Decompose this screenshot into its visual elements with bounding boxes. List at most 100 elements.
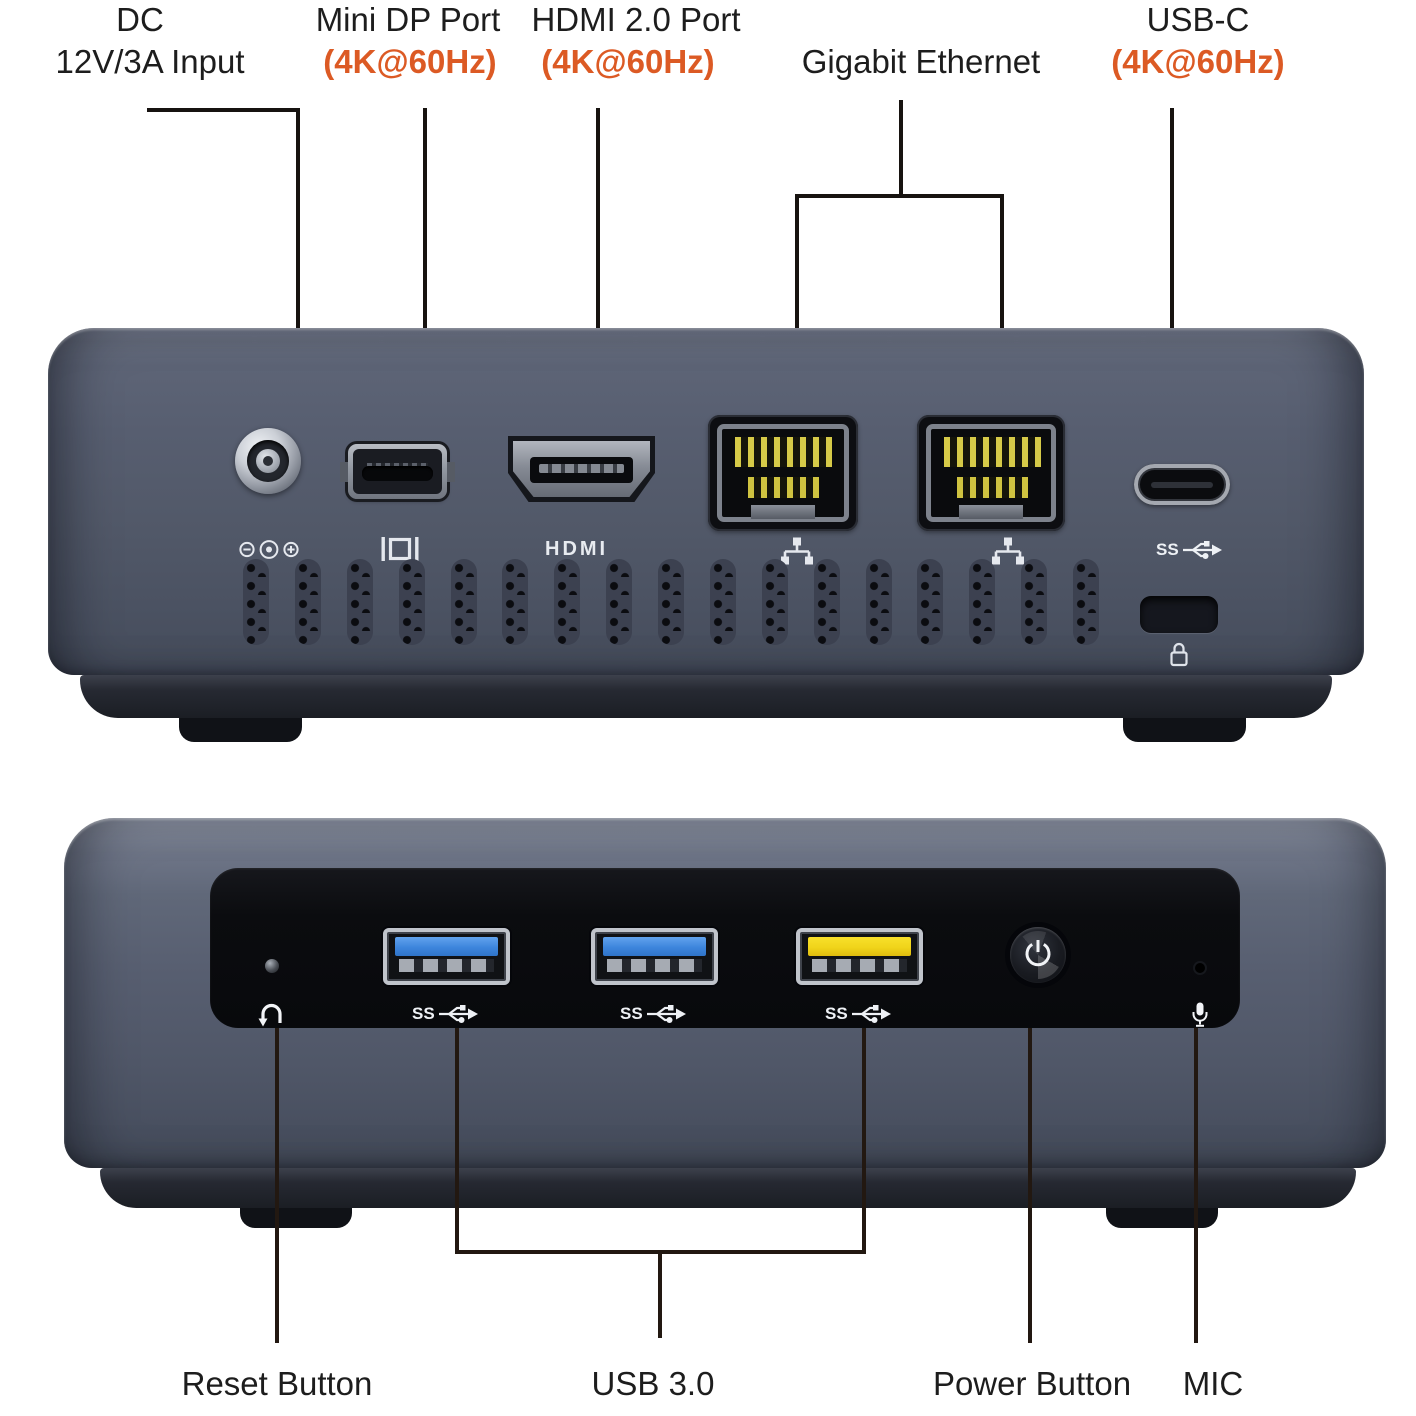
mini-dp-pins xyxy=(367,463,428,468)
usb-c-port xyxy=(1134,464,1230,505)
vent-column xyxy=(1021,559,1048,645)
mini-dp-clip-left xyxy=(340,462,348,482)
usb3-2-contacts xyxy=(607,959,702,972)
usb-ss-icon-rear: SS xyxy=(1156,540,1224,560)
ethernet-port-1 xyxy=(708,415,858,531)
vent-column xyxy=(865,559,892,645)
callout-line-minidp xyxy=(423,108,427,413)
usb-ss-icon-1: SS xyxy=(412,1004,480,1024)
usb-ss-icon-3: SS xyxy=(825,1004,893,1024)
hdmi-logo: HDMI xyxy=(545,538,609,560)
hdmi-slot xyxy=(530,457,633,483)
label-dc-line1: DC xyxy=(116,1,164,38)
label-minidp-line1: Mini DP Port xyxy=(315,1,501,38)
callout-line-usb-right xyxy=(862,1028,866,1254)
vent-column xyxy=(709,559,736,645)
vent-column xyxy=(917,559,944,645)
usb-c-tongue xyxy=(1151,481,1213,488)
callout-line-usbc xyxy=(1170,108,1174,415)
vent-column xyxy=(761,559,788,645)
hdmi-port xyxy=(508,436,655,502)
kensington-lock-slot xyxy=(1140,596,1218,633)
label-usbc-line1: USB-C xyxy=(1146,1,1250,38)
power-button xyxy=(1010,927,1066,983)
mic-hole xyxy=(1195,963,1205,973)
label-usb3: USB 3.0 xyxy=(591,1365,715,1402)
ss-label: SS xyxy=(412,1004,435,1023)
ethernet-port-2 xyxy=(917,415,1065,531)
label-dc-line2: 12V/3A Input xyxy=(55,43,245,80)
usb3-3-contacts xyxy=(812,959,907,972)
vent-column xyxy=(502,559,529,645)
mini-dp-port xyxy=(340,444,455,499)
ethernet-icon-1 xyxy=(780,537,814,567)
vent-column xyxy=(243,559,269,645)
usb-ss-icon-2: SS xyxy=(620,1004,688,1024)
vent-column xyxy=(398,559,425,645)
mini-dp-slot xyxy=(362,466,433,481)
reset-icon xyxy=(256,1001,286,1029)
callout-line-dc-horizontal xyxy=(147,108,300,112)
power-button-glare xyxy=(1014,931,1062,979)
mini-dp-clip-right xyxy=(447,462,455,482)
front-io-panel: SS SS SS xyxy=(210,868,1240,1028)
callout-line-ethernet-1 xyxy=(795,194,799,410)
callout-line-dc xyxy=(296,108,300,413)
usb3-2-tongue xyxy=(603,937,706,956)
vent-column xyxy=(294,559,321,645)
reset-pinhole xyxy=(265,959,279,973)
ss-label: SS xyxy=(825,1004,848,1023)
callout-line-usb-stem xyxy=(658,1250,662,1338)
label-hdmi-line1: HDMI 2.0 Port xyxy=(531,1,741,38)
dc-power-icon xyxy=(238,539,300,560)
callout-line-ethernet-stem xyxy=(899,100,903,198)
usb3-port-1 xyxy=(383,928,510,985)
label-hdmi-line2: (4K@60Hz) xyxy=(541,43,715,80)
ethernet-2-pins-bottom xyxy=(957,477,1028,498)
ethernet-1-pins-top xyxy=(735,437,832,467)
vent-column xyxy=(554,559,581,645)
ethernet-2-tab xyxy=(959,505,1023,519)
label-power-button: Power Button xyxy=(932,1365,1132,1402)
ethernet-1-pins-bottom xyxy=(748,477,819,498)
usb3-charging-port xyxy=(796,928,923,985)
front-device-base xyxy=(100,1168,1356,1208)
label-mic: MIC xyxy=(1182,1365,1244,1402)
label-ethernet: Gigabit Ethernet xyxy=(801,43,1041,80)
ethernet-icon-2 xyxy=(991,537,1025,567)
vent-column xyxy=(606,559,633,645)
front-foot-right xyxy=(1106,1204,1218,1228)
callout-line-hdmi xyxy=(596,108,600,413)
callout-line-usb-left xyxy=(455,1028,459,1254)
mini-dp-face xyxy=(353,449,442,494)
rear-device-body: HDMI SS xyxy=(48,328,1364,675)
vent-column xyxy=(969,559,996,645)
callout-line-ethernet-bridge xyxy=(795,194,1004,198)
vent-column xyxy=(658,559,684,645)
callout-line-power xyxy=(1028,1028,1032,1343)
vent-column xyxy=(346,559,373,645)
usb3-1-tongue xyxy=(395,937,498,956)
power-icon xyxy=(1025,940,1051,967)
usb3-port-2 xyxy=(591,928,718,985)
label-usbc-line2: (4K@60Hz) xyxy=(1111,43,1285,80)
dc-power-jack xyxy=(235,428,301,494)
hdmi-pins xyxy=(539,464,624,473)
usb3-1-contacts xyxy=(399,959,494,972)
rear-device-base xyxy=(80,675,1332,718)
displayport-monitor-icon xyxy=(381,536,419,562)
hdmi-metal-shell xyxy=(513,441,650,497)
front-device-body: SS SS SS xyxy=(64,818,1386,1168)
kensington-lock-icon xyxy=(1168,641,1190,668)
vent-grille xyxy=(243,559,1099,645)
callout-line-ethernet-2 xyxy=(1000,194,1004,410)
callout-line-reset xyxy=(275,1028,279,1343)
vent-column xyxy=(813,559,840,645)
ethernet-1-tab xyxy=(751,505,815,519)
vent-column xyxy=(450,559,477,645)
callout-line-mic xyxy=(1194,1028,1198,1343)
label-minidp-line2: (4K@60Hz) xyxy=(323,43,497,80)
mic-icon xyxy=(1191,1001,1209,1028)
front-foot-left xyxy=(240,1204,352,1228)
